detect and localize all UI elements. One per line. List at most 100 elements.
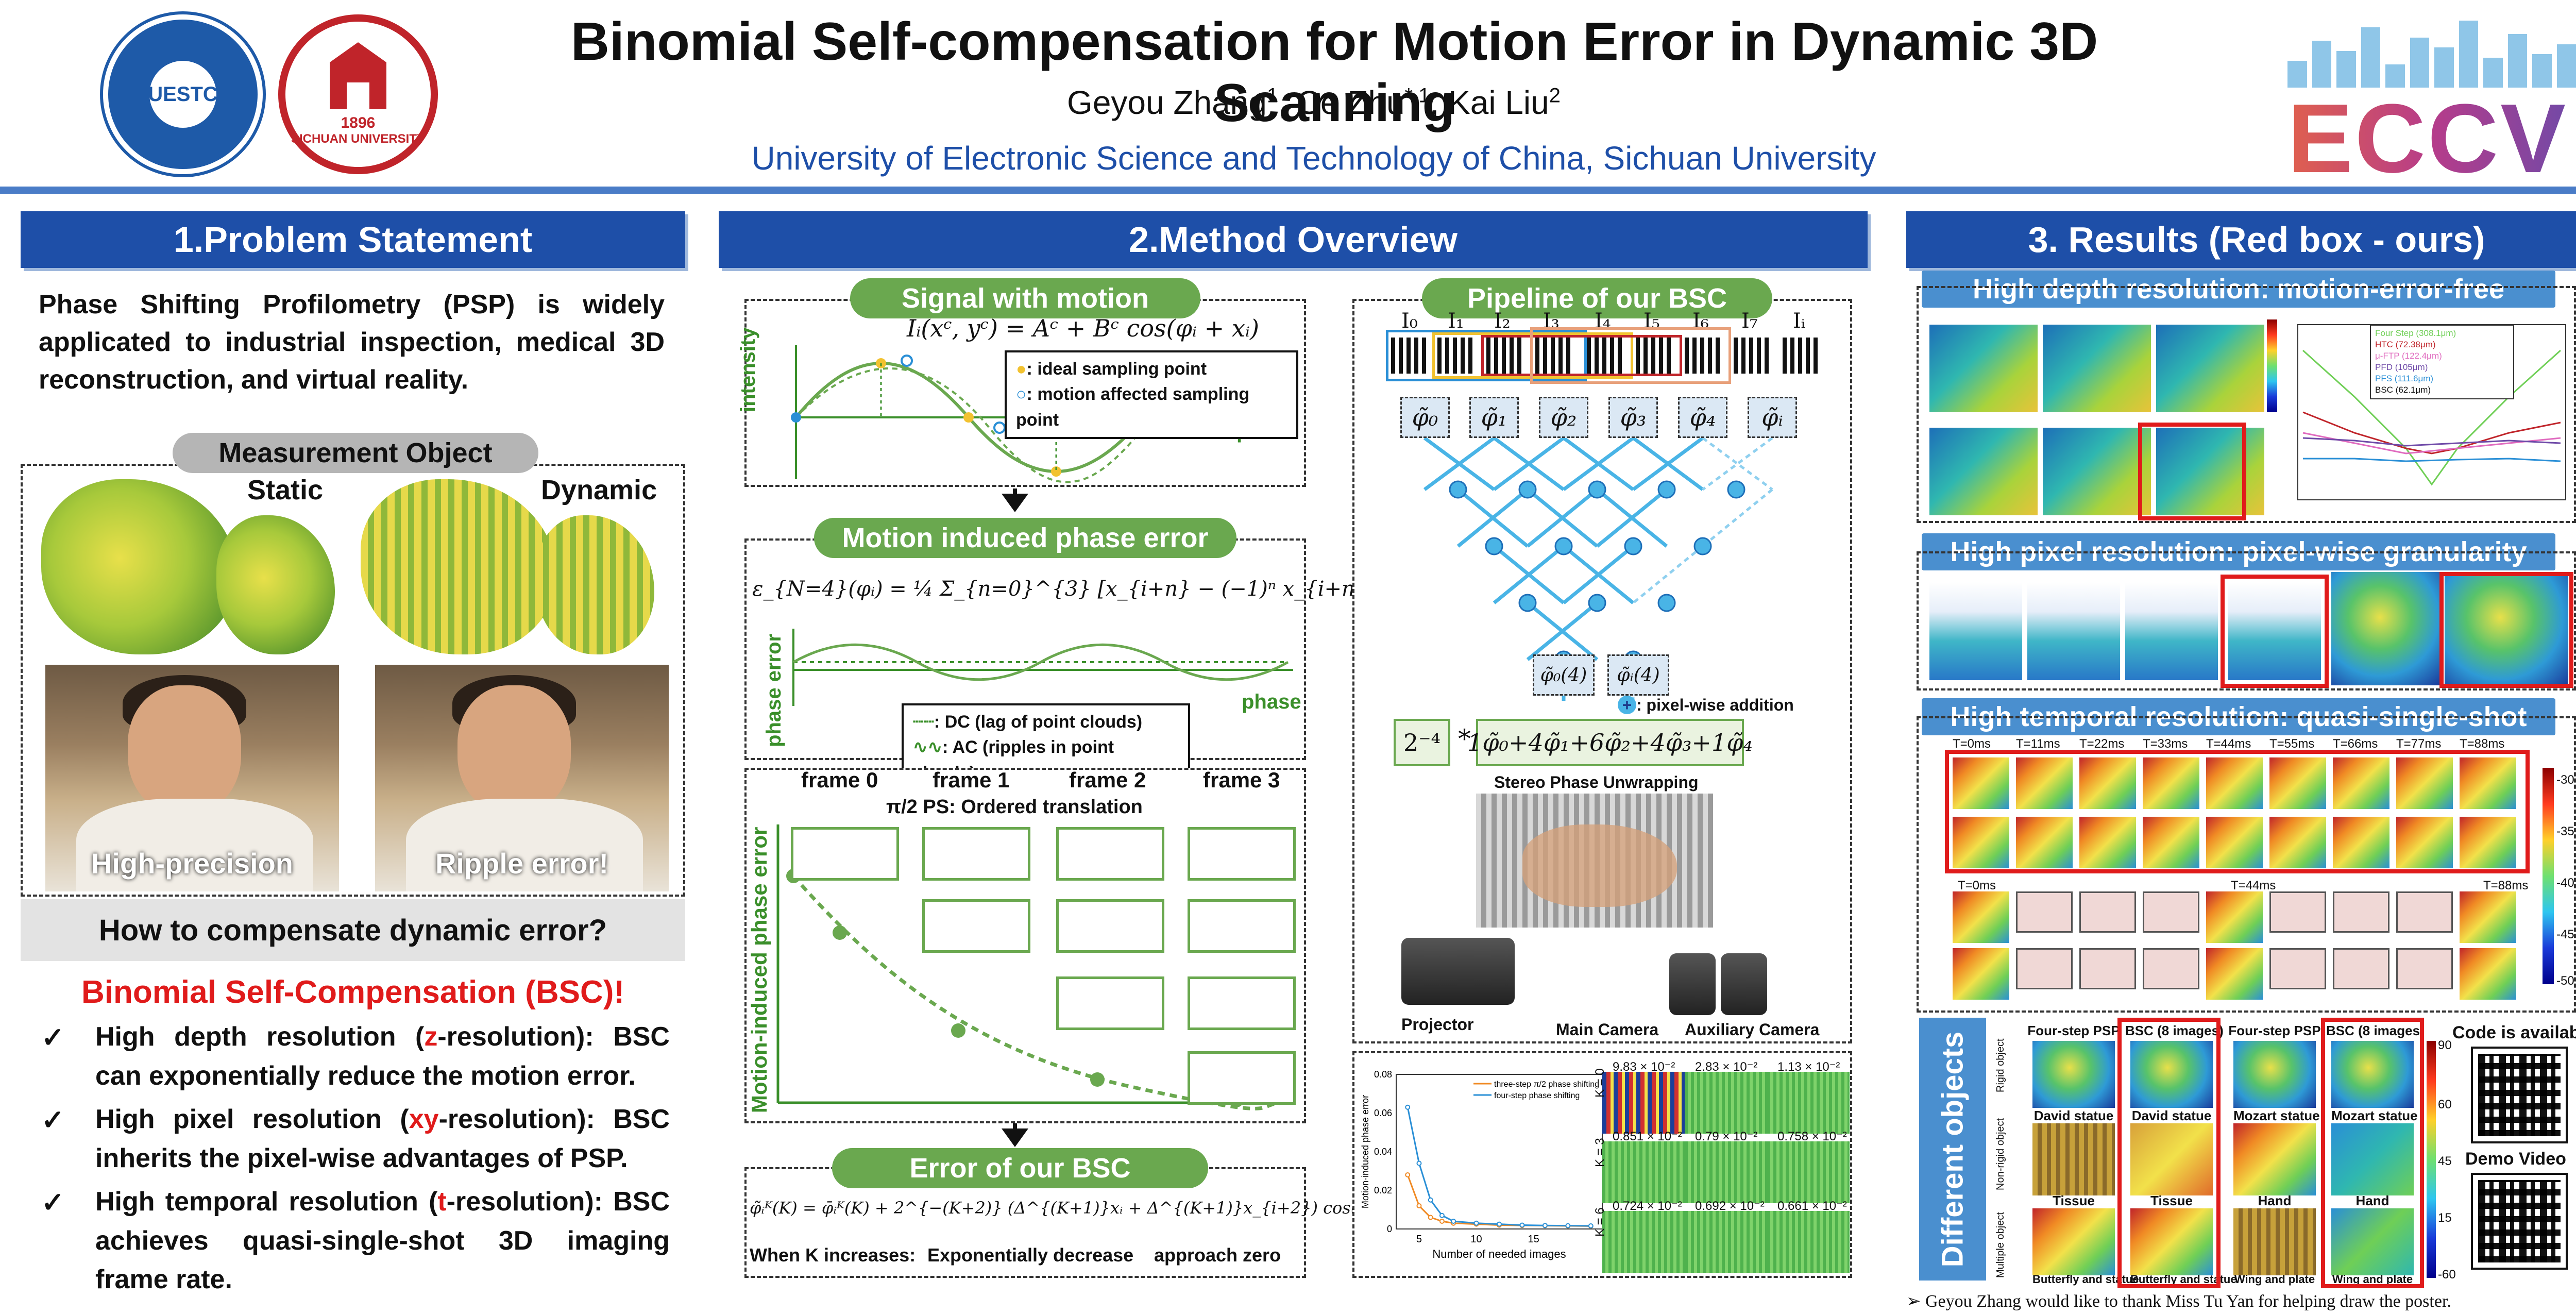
data-point <box>1405 1104 1411 1110</box>
dynamic-bust-point-cloud <box>536 515 654 654</box>
check-icon: ✓ <box>41 1104 65 1136</box>
inset-map <box>1685 1141 1767 1203</box>
time-label: T=77ms <box>2396 737 2442 751</box>
question-band: How to compensate dynamic error? <box>21 899 685 961</box>
object-tile <box>2032 1123 2115 1195</box>
missing-frame-tile <box>2143 948 2199 989</box>
object-tile <box>2130 1041 2213 1108</box>
uestc-logo: UESTC <box>103 14 263 174</box>
frame-group-highlight <box>1481 335 1682 376</box>
k-increase-label: When K increases: <box>750 1244 916 1266</box>
dynamic-photo: Ripple error! <box>375 665 669 891</box>
phase-error-plot <box>792 629 1293 706</box>
scu-logo-year: 1896 <box>341 114 376 131</box>
flow-arrow-icon <box>1002 1128 1028 1147</box>
legend-item: μ-FTP (122.4μm) <box>2375 351 2442 361</box>
temporal-tile <box>1953 757 2009 809</box>
frame-wave-panel <box>922 899 1030 953</box>
eccv-skyline-graphic <box>2287 21 2576 88</box>
temporal-tile <box>2460 948 2516 1000</box>
measurement-object-label: Measurement Object <box>173 433 538 473</box>
code-qr-icon[interactable] <box>2471 1047 2568 1143</box>
object-column-header: Four-step PSP <box>2228 1023 2321 1038</box>
data-point <box>1439 1219 1445 1224</box>
inset-label: 0.79 × 10⁻² <box>1695 1130 1758 1143</box>
temporal-tile <box>2269 817 2326 868</box>
pixel-add-label: : pixel-wise addition <box>1636 696 1794 714</box>
time-label: T=33ms <box>2143 737 2188 751</box>
header-divider <box>0 187 2576 194</box>
section-heading-results: 3. Results (Red box - ours) <box>1906 211 2576 268</box>
frame-wave-panel <box>922 827 1030 881</box>
phase-map: φ̃₄ <box>1678 397 1727 438</box>
phase-map: φ̃₀ <box>1400 397 1450 438</box>
missing-frame-tile <box>2016 891 2073 933</box>
legend-item: HTC (72.38μm) <box>2375 340 2436 350</box>
inset-map <box>1685 1072 1767 1134</box>
depth-colorbar <box>2267 319 2277 412</box>
ours-highlight-box <box>2117 1018 2221 1288</box>
result-tile <box>1929 582 2022 680</box>
frame-I-label: I₁ <box>1448 309 1464 333</box>
object-name: Hand <box>2355 1193 2389 1208</box>
demo-video-label: Demo Video <box>2465 1149 2566 1169</box>
photo-caption-left: High-precision <box>91 847 294 880</box>
author-list: Geyou Zhang1, Ce Zhu*,1, Kai Liu2 <box>1067 84 1561 121</box>
inset-label: 0.758 × 10⁻² <box>1777 1130 1847 1143</box>
colorbar-tick: -60 <box>2438 1268 2456 1282</box>
list-item: ✓ High depth resolution (z-resolution): … <box>36 1018 670 1096</box>
missing-frame-tile <box>2269 948 2326 989</box>
colorbar-tick: -30 <box>2556 773 2574 787</box>
binomial-prefactor: 2⁻⁴ <box>1394 719 1450 766</box>
colorbar-tick: -45 <box>2556 928 2574 941</box>
static-bust-point-cloud <box>216 515 335 654</box>
legend-item: PFS (111.6μm) <box>2375 374 2434 384</box>
binomial-sum: 1φ̃₀+4φ̃₁+6φ̃₂+4φ̃₃+1φ̃₄ <box>1467 719 1753 766</box>
phase-map-output: φ̃₀(4) <box>1533 654 1595 696</box>
depth-panel <box>1917 286 2576 523</box>
acknowledgement-text: Geyou Zhang would like to thank Miss Tu … <box>1925 1292 2451 1311</box>
sichuan-university-logo: 1896 SICHUAN UNIVERSITY <box>278 14 438 174</box>
inset-map <box>1602 1141 1685 1203</box>
static-point-cloud <box>41 479 237 654</box>
signal-equation: Iᵢ(xᶜ, yᶜ) = Aᶜ + Bᶜ cos(φᵢ + xᵢ) <box>907 314 1259 342</box>
missing-frame-tile <box>2333 948 2389 989</box>
temporal-tile <box>1953 948 2009 1000</box>
object-tile <box>2331 1041 2414 1108</box>
frame-wave-panel <box>1188 827 1296 881</box>
flow-arrow-stem <box>1013 1123 1017 1130</box>
object-tile <box>2331 1208 2414 1275</box>
temporal-tile <box>2016 757 2073 809</box>
time-label: T=44ms <box>2206 737 2251 751</box>
auxiliary-camera-label: Auxiliary Camera <box>1685 1020 1820 1039</box>
object-colorbar <box>2427 1041 2436 1278</box>
author-sup: *,1 <box>1404 84 1430 107</box>
demo-video-qr-icon[interactable] <box>2471 1173 2568 1270</box>
temporal-tiles <box>1953 757 2524 1000</box>
inset-map <box>1767 1211 1850 1273</box>
x-tick-label: 10 <box>1470 1234 1482 1245</box>
scu-logo-text: SICHUAN UNIVERSITY <box>291 132 426 146</box>
colorbar-tick: -50 <box>2556 974 2574 988</box>
frame-wave-panel <box>1056 976 1164 1030</box>
x-tick-label: 15 <box>1528 1234 1539 1245</box>
object-tile <box>2130 1123 2213 1195</box>
object-column-header: Four-step PSP <box>2027 1023 2120 1038</box>
flow-arrow-stem <box>1013 488 1017 495</box>
time-label: T=0ms <box>1953 737 1991 751</box>
object-tile <box>2331 1123 2414 1195</box>
fringe-pattern <box>1783 338 1820 374</box>
binomial-tree <box>1423 436 1773 701</box>
legend-item: BSC (62.1μm) <box>2375 385 2431 395</box>
list-item: ✓ High pixel resolution (xy-resolution):… <box>36 1100 670 1178</box>
result-tile <box>2043 428 2151 515</box>
temporal-tile <box>2396 757 2453 809</box>
frame-group-highlight <box>1432 332 1633 379</box>
time-label: T=11ms <box>2016 737 2060 751</box>
data-point <box>1416 1203 1422 1208</box>
phase-error-title: Motion induced phase error <box>814 518 1236 558</box>
legend-dc: : DC (lag of point clouds) <box>934 712 1143 732</box>
list-item: ✓ High temporal resolution (t-resolution… <box>36 1183 670 1300</box>
